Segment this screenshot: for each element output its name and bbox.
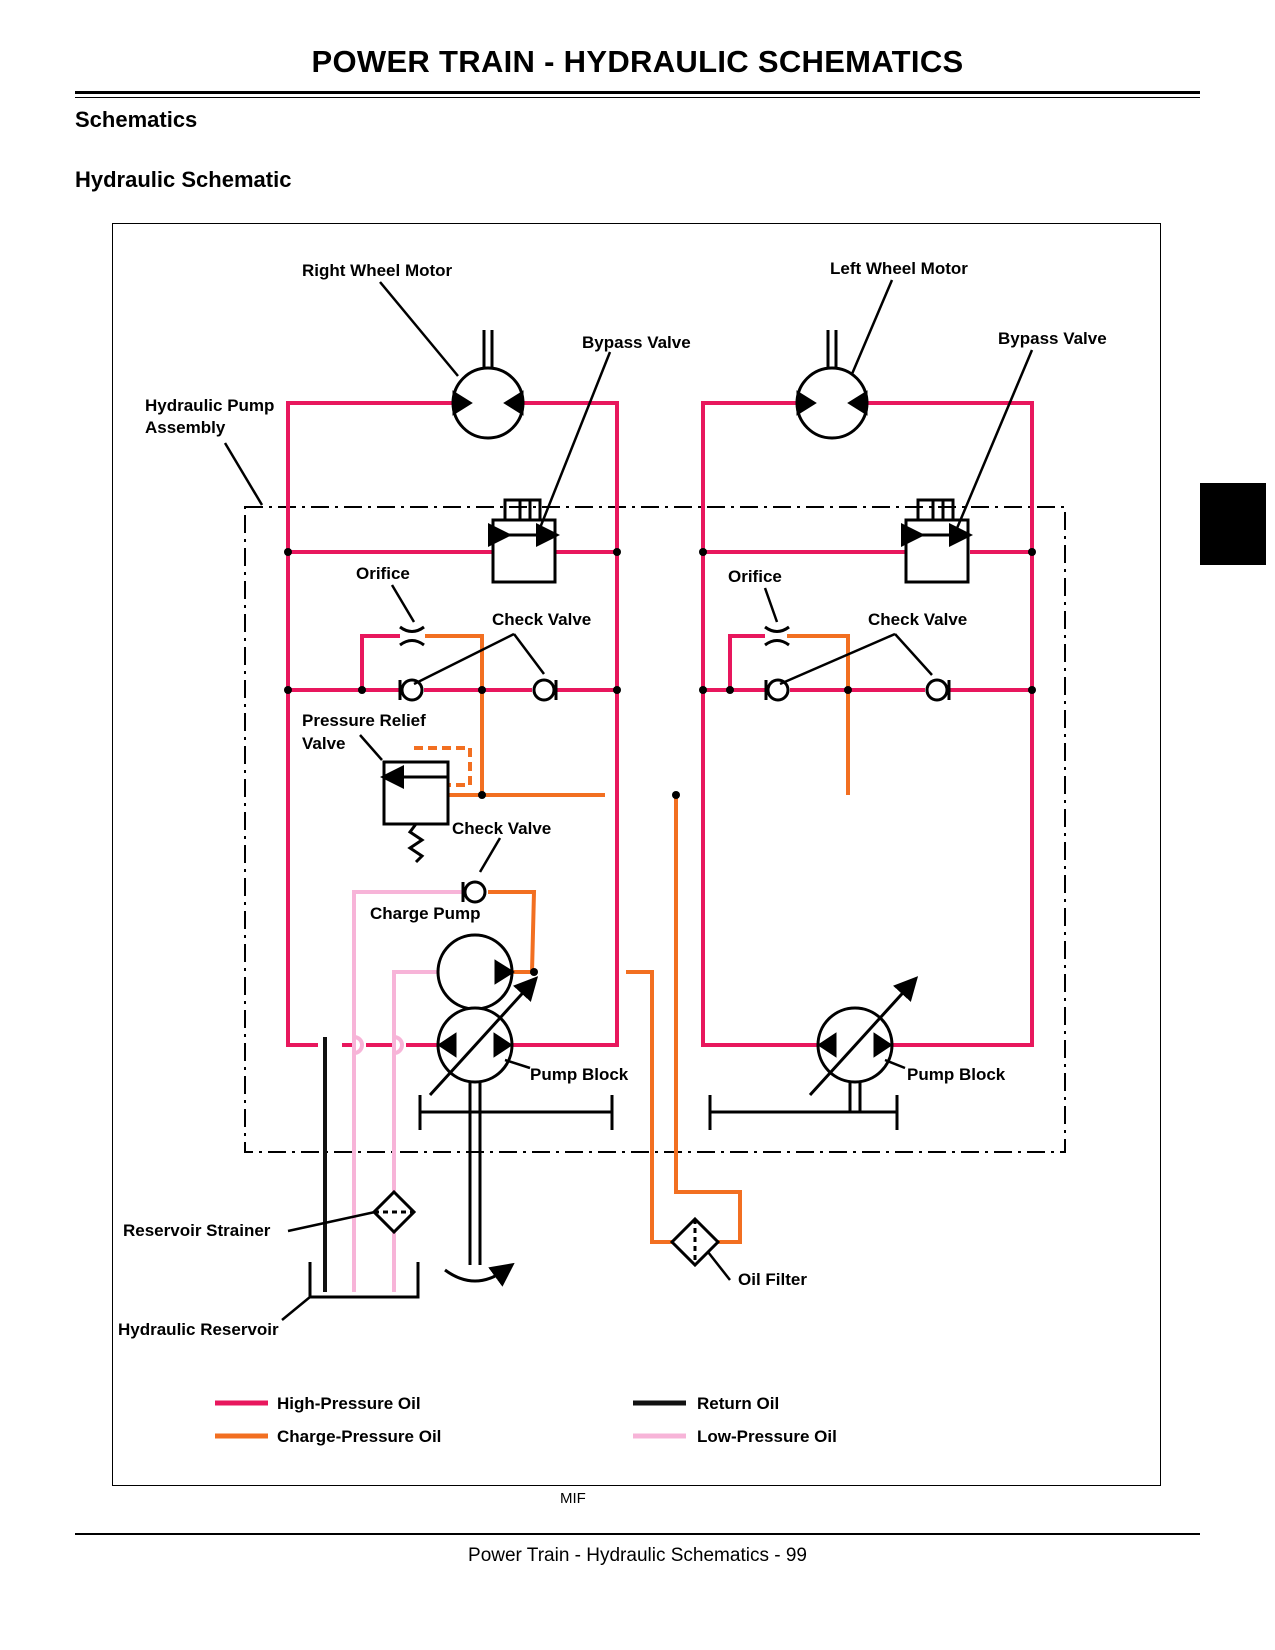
pump-block-left-symbol xyxy=(418,976,614,1287)
label-check-valve-charge: Check Valve xyxy=(452,819,551,838)
check-valves xyxy=(398,678,951,904)
orifice-right-symbol xyxy=(764,625,790,647)
bypass-valve-right-symbol xyxy=(901,498,973,584)
page-title: POWER TRAIN - HYDRAULIC SCHEMATICS xyxy=(311,44,964,79)
legend-return: Return Oil xyxy=(697,1394,779,1413)
label-reservoir-strainer: Reservoir Strainer xyxy=(123,1221,271,1240)
label-right-wheel-motor: Right Wheel Motor xyxy=(302,261,453,280)
label-oil-filter: Oil Filter xyxy=(738,1270,807,1289)
label-charge-pump: Charge Pump xyxy=(370,904,481,923)
left-wheel-motor-symbol xyxy=(795,330,869,440)
high-pressure-lines-right xyxy=(701,401,1034,1047)
label-bypass-valve-left: Bypass Valve xyxy=(582,333,691,352)
junction-dots xyxy=(284,548,1036,976)
label-bypass-valve-right: Bypass Valve xyxy=(998,329,1107,348)
page-footer: Power Train - Hydraulic Schematics - 99 xyxy=(468,1545,807,1566)
relief-pilot-line xyxy=(414,746,472,787)
pump-assembly-boundary xyxy=(244,506,1066,1153)
header-rule xyxy=(75,91,1200,94)
hydraulic-reservoir-symbol xyxy=(308,1262,420,1299)
figure-code: MIF xyxy=(560,1490,586,1507)
label-pump-assembly-line1: Hydraulic Pump xyxy=(145,396,274,415)
label-pump-block-left: Pump Block xyxy=(530,1065,629,1084)
label-orifice-left: Orifice xyxy=(356,564,410,583)
bypass-valve-left-symbol xyxy=(488,498,560,584)
legend-charge-pressure: Charge-Pressure Oil xyxy=(277,1427,441,1446)
charge-pressure-lines xyxy=(425,634,850,1244)
leader-lines xyxy=(223,279,1034,1321)
header-rule-thin xyxy=(75,97,1200,98)
legend: High-Pressure Oil Charge-Pressure Oil Re… xyxy=(215,1394,837,1446)
pump-block-right-symbol xyxy=(708,976,919,1130)
label-pressure-relief-line2: Valve xyxy=(302,734,346,753)
orifice-left-symbol xyxy=(399,625,425,647)
label-pump-block-right: Pump Block xyxy=(907,1065,1006,1084)
high-pressure-lines-left xyxy=(286,401,619,1047)
section-tab-marker xyxy=(1200,483,1266,565)
low-pressure-lines xyxy=(352,890,462,1292)
section-title: Schematics xyxy=(75,107,198,132)
subsection-title: Hydraulic Schematic xyxy=(75,167,292,192)
charge-pump-symbol xyxy=(436,933,515,1011)
legend-high-pressure: High-Pressure Oil xyxy=(277,1394,421,1413)
footer-rule xyxy=(75,1533,1200,1535)
pressure-relief-valve-symbol xyxy=(380,760,450,864)
reservoir-strainer-symbol xyxy=(371,1189,417,1235)
label-check-valve-left: Check Valve xyxy=(492,610,591,629)
label-orifice-right: Orifice xyxy=(728,567,782,586)
label-pressure-relief-line1: Pressure Relief xyxy=(302,711,426,730)
oil-filter-symbol xyxy=(669,1216,721,1268)
right-wheel-motor-symbol xyxy=(451,330,525,440)
label-left-wheel-motor: Left Wheel Motor xyxy=(830,259,968,278)
figure-frame xyxy=(112,223,1161,1486)
label-check-valve-right: Check Valve xyxy=(868,610,967,629)
legend-low-pressure: Low-Pressure Oil xyxy=(697,1427,837,1446)
label-hydraulic-reservoir: Hydraulic Reservoir xyxy=(118,1320,279,1339)
label-pump-assembly-line2: Assembly xyxy=(145,418,226,437)
